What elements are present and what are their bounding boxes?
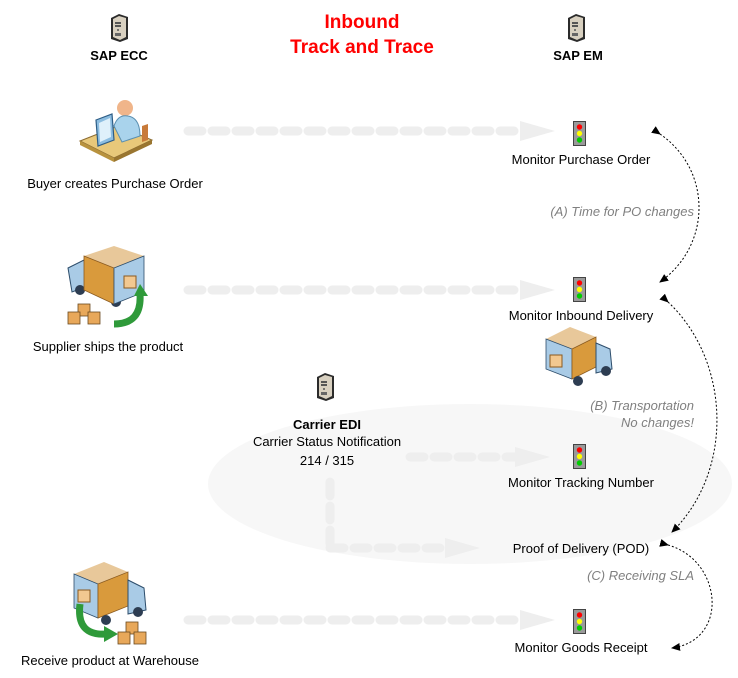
traffic-light-icon [573, 609, 586, 634]
edi-codes-label: 214 / 315 [299, 453, 355, 468]
em-step-proof-of-delivery: Proof of Delivery (POD) [512, 541, 650, 556]
note-c-receiving-sla: (C) Receiving SLA [587, 568, 694, 583]
flow-arrow-po [183, 121, 555, 141]
note-b-transportation: (B) Transportation [590, 398, 694, 413]
flow-arrow-pod [325, 477, 480, 558]
note-a-po-changes: (A) Time for PO changes [550, 204, 694, 219]
em-step-monitor-po: Monitor Purchase Order [511, 152, 651, 167]
carrier-edi-label: Carrier EDI [293, 417, 361, 432]
step-label-supplier-ships: Supplier ships the product [32, 339, 184, 354]
truck-loading-icon [67, 246, 148, 328]
title-line-1: Inbound [324, 12, 400, 33]
server-icon [317, 373, 334, 401]
sap-em-label: SAP EM [553, 48, 603, 63]
em-step-monitor-tracking-number: Monitor Tracking Number [508, 475, 654, 490]
traffic-light-icon [573, 277, 586, 302]
server-icon [111, 14, 128, 42]
truck-unloading-icon [73, 562, 147, 645]
truck-in-transit-icon [545, 327, 613, 386]
traffic-light-icon [573, 444, 586, 469]
server-icon [568, 14, 585, 42]
sap-ecc-label: SAP ECC [90, 48, 148, 63]
em-step-monitor-inbound-delivery: Monitor Inbound Delivery [508, 308, 654, 323]
em-step-monitor-goods-receipt: Monitor Goods Receipt [514, 640, 648, 655]
diagram-title: Inbound Track and Trace [290, 10, 434, 60]
note-b-no-changes: No changes! [621, 415, 694, 430]
carrier-status-notification-label: Carrier Status Notification [252, 434, 402, 449]
carrier-scope-ellipse [208, 404, 732, 564]
flow-arrow-delivery [183, 280, 555, 300]
traffic-light-icon [573, 121, 586, 146]
step-label-buyer-creates-po: Buyer creates Purchase Order [27, 176, 203, 191]
title-line-2: Track and Trace [290, 37, 434, 58]
flow-arrow-tracking [405, 447, 550, 467]
flow-arrow-goods-receipt [183, 610, 555, 630]
span-arrow-c [659, 538, 713, 651]
buyer-at-computer-icon [78, 100, 154, 162]
step-label-receive-warehouse: Receive product at Warehouse [20, 653, 200, 668]
span-arrow-b [659, 293, 718, 533]
